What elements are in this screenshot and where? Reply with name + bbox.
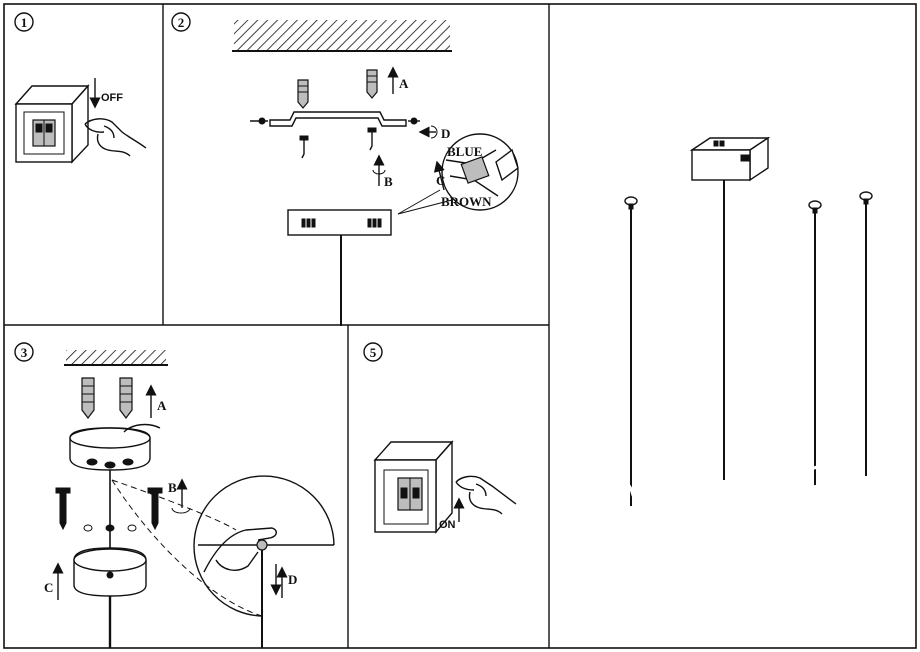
step-number-badge: 2 (171, 12, 191, 32)
arrow-a-label: A (157, 398, 167, 413)
screw-icon (55, 487, 163, 531)
step-2-panel: 2 A D (171, 12, 519, 326)
switch-off-label: OFF (101, 92, 123, 104)
ceiling-hatch-icon (64, 350, 168, 366)
arrow-c-label: C (44, 580, 53, 595)
arrow-d-label: D (441, 126, 450, 141)
canopy-icon (73, 524, 147, 597)
svg-text:1: 1 (21, 15, 28, 30)
svg-text:3: 3 (21, 345, 28, 360)
canopy-icon (287, 209, 392, 236)
pointing-hand-icon (84, 118, 147, 157)
wire-connection-detail (397, 133, 519, 215)
arrow-c-label: C (436, 173, 445, 188)
step-number-badge: 5 (363, 342, 383, 362)
step-1-panel: 1 OFF (14, 12, 147, 164)
switch-on-label: ON (439, 519, 456, 531)
arrow-b-label: B (384, 174, 393, 189)
mounting-bracket (250, 111, 420, 127)
ceiling-hatch-icon (232, 20, 452, 52)
pendant-lamp-icon (580, 136, 910, 564)
wall-plug-icon (297, 69, 378, 109)
light-switch-icon (373, 440, 454, 534)
arrow-b-label: B (168, 480, 177, 495)
svg-text:5: 5 (370, 345, 377, 360)
step-number-badge: 1 (14, 12, 34, 32)
panel-frame (3, 3, 917, 649)
wire-blue-label: BLUE (447, 144, 482, 159)
arrow-d-label: D (288, 572, 297, 587)
svg-text:2: 2 (178, 15, 185, 30)
step-5-panel: 5 ON (363, 342, 517, 534)
arrow-a-label: A (399, 76, 409, 91)
light-switch-icon (14, 84, 90, 164)
pointing-hand-icon (455, 475, 517, 515)
screw-icon (299, 127, 377, 159)
mounting-plate (69, 423, 161, 471)
step-number-badge: 3 (14, 342, 34, 362)
wire-brown-label: BROWN (441, 194, 492, 209)
step-3-panel: 3 A (14, 342, 335, 648)
adjuster-detail (111, 475, 335, 648)
wall-plug-icon (81, 377, 133, 419)
